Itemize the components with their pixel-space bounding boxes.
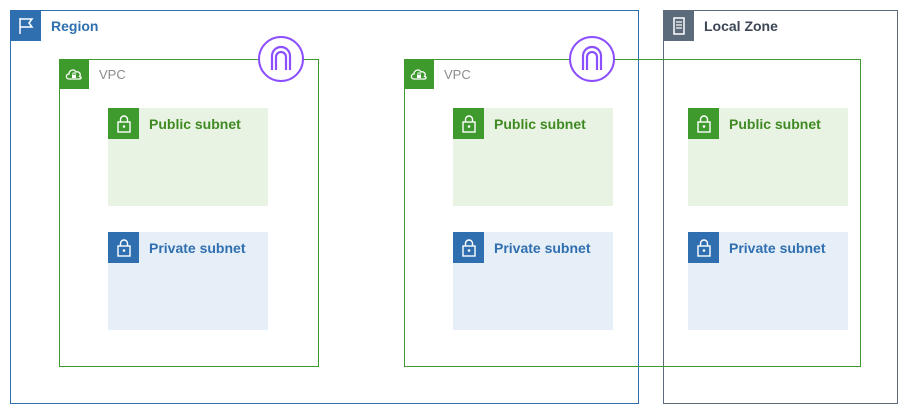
private-subnet-label: Private subnet (494, 240, 591, 256)
cloud-lock-icon (404, 59, 434, 89)
public-subnet-label: Public subnet (729, 116, 821, 132)
public-subnet: Public subnet (108, 108, 268, 206)
private-subnet: Private subnet (108, 232, 268, 330)
public-subnet-label: Public subnet (149, 116, 241, 132)
vpc-label: VPC (444, 67, 471, 82)
cloud-lock-icon (59, 59, 89, 89)
public-subnet: Public subnet (688, 108, 848, 206)
vpc-label: VPC (99, 67, 126, 82)
vpc-1: VPC (59, 59, 319, 367)
private-subnet: Private subnet (453, 232, 613, 330)
server-icon (663, 10, 694, 41)
local-zone-group: Local Zone (663, 10, 898, 404)
internet-gateway-icon (569, 36, 615, 82)
lock-icon (453, 232, 484, 263)
lock-icon (688, 108, 719, 139)
region-label: Region (51, 18, 99, 34)
private-subnet: Private subnet (688, 232, 848, 330)
lock-icon (688, 232, 719, 263)
internet-gateway-icon (258, 36, 304, 82)
public-subnet-label: Public subnet (494, 116, 586, 132)
local-zone-label: Local Zone (704, 18, 778, 34)
lock-icon (108, 108, 139, 139)
lock-icon (108, 232, 139, 263)
vpc-2: VPC (404, 59, 861, 367)
private-subnet-label: Private subnet (729, 240, 826, 256)
public-subnet: Public subnet (453, 108, 613, 206)
private-subnet-label: Private subnet (149, 240, 246, 256)
region-group: Region (10, 10, 639, 404)
flag-icon (10, 10, 41, 41)
lock-icon (453, 108, 484, 139)
